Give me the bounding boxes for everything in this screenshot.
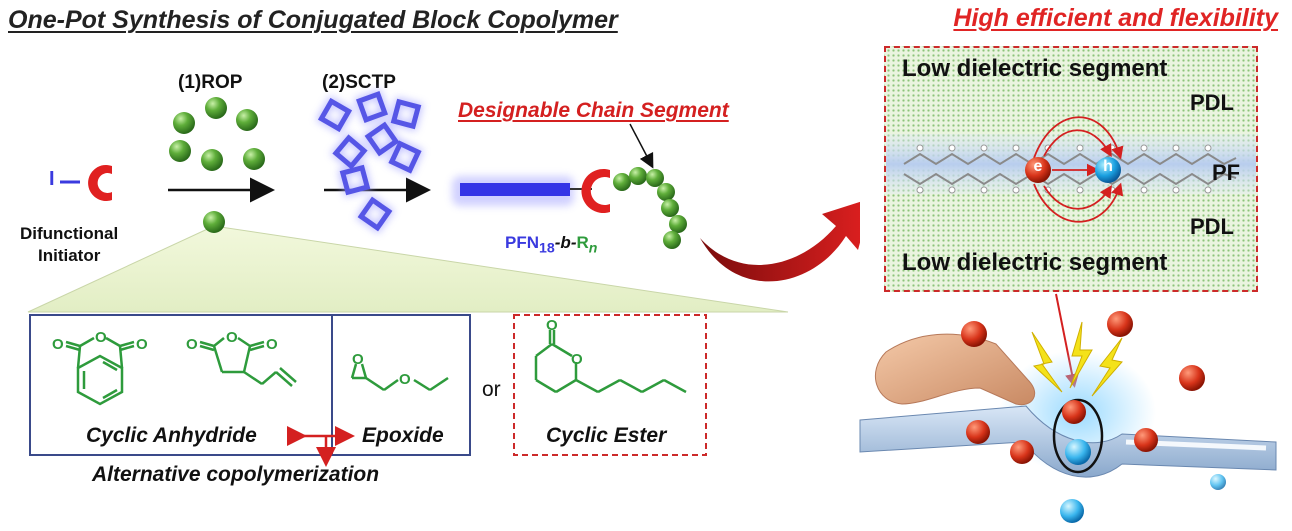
svg-text:O: O	[136, 336, 148, 353]
designable-segment-label: Designable Chain Segment	[458, 99, 729, 122]
svg-text:O: O	[186, 336, 198, 353]
flexible-device-illustration	[859, 293, 1277, 523]
cyclic-anhydride-label: Cyclic Anhydride	[86, 424, 257, 447]
red-swoosh-arrow	[700, 201, 860, 282]
top-pdl-label: PDL	[1190, 90, 1234, 115]
bottom-dielectric-label: Low dielectric segment	[902, 249, 1168, 276]
electron-symbol: e	[1033, 158, 1043, 175]
green-monomer-balls	[169, 97, 265, 233]
synthesis-scheme: O O O O O O O O	[27, 89, 860, 467]
initiator-red-cap	[88, 165, 112, 201]
initiator-label-line2: Initiator	[38, 246, 101, 265]
bottom-pdl-label: PDL	[1190, 214, 1234, 239]
svg-text:O: O	[226, 329, 238, 346]
epoxide-label: Epoxide	[362, 424, 444, 447]
blue-monomer-squares	[315, 89, 424, 234]
step-sctp-label: (2)SCTP	[322, 72, 396, 93]
electron-ball	[1025, 157, 1051, 183]
phthalic-anhydride-structure	[65, 336, 135, 406]
polymer-dash2: -	[570, 233, 577, 252]
block-copolymer-graphic	[452, 167, 687, 249]
hole-ball	[1095, 157, 1121, 183]
epoxide-box	[331, 314, 471, 456]
cyclic-ester-structure	[534, 330, 687, 394]
step-rop-label: (1)ROP	[178, 72, 243, 93]
svg-text:O: O	[546, 317, 558, 334]
polymer-r-subscript: n	[588, 240, 598, 257]
polymer-subscript: 18	[539, 240, 555, 257]
svg-text:O: O	[95, 329, 107, 346]
pf-label: PF	[1212, 160, 1241, 185]
cyclic-ester-label: Cyclic Ester	[546, 424, 667, 447]
pf-layer-graphic	[886, 116, 1256, 223]
monomer-fan	[27, 225, 789, 313]
designable-pointer	[629, 123, 654, 169]
top-dielectric-label: Low dielectric segment	[902, 55, 1168, 82]
initiator-iodine: I	[49, 168, 55, 190]
epoxide-structure	[350, 363, 449, 392]
hole-symbol: h	[1103, 158, 1113, 175]
svg-text:O: O	[52, 336, 64, 353]
svg-text:O: O	[266, 336, 278, 353]
right-panel-title: High efficient and flexibility	[953, 4, 1278, 32]
allyl-succinic-anhydride-structure	[199, 336, 297, 387]
or-label: or	[482, 378, 501, 401]
main-title: One-Pot Synthesis of Conjugated Block Co…	[8, 6, 618, 34]
polymer-block: b	[560, 233, 571, 252]
polymer-prefix: PFN	[505, 233, 539, 252]
polymer-label: PFN18-b-Rn	[505, 233, 597, 256]
svg-text:O: O	[352, 351, 364, 368]
polymer-r: R	[576, 233, 589, 252]
anhydride-box	[29, 314, 333, 456]
svg-text:O: O	[399, 371, 411, 388]
alternative-copolymerization-label: Alternative copolymerization	[92, 463, 380, 486]
polymer-dash1: -	[554, 233, 561, 252]
svg-text:O: O	[571, 351, 583, 368]
initiator-label-line1: Difunctional	[20, 224, 119, 243]
